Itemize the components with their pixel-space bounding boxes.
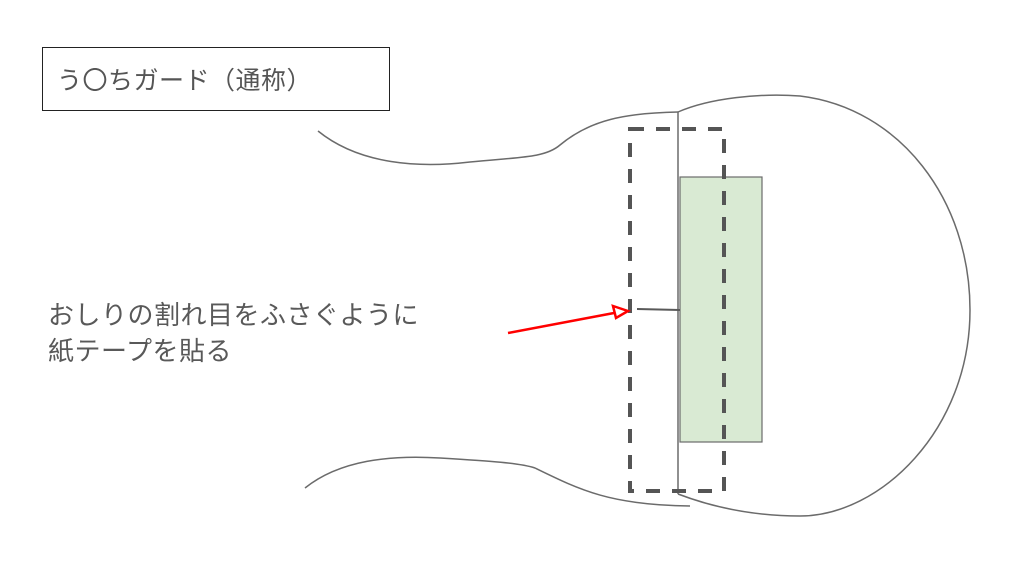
diagram-title: う〇ちガード（通称） (57, 66, 313, 95)
instruction-line-2: 紙テープを貼る (48, 337, 232, 367)
connector-line (636, 308, 681, 311)
diagram-title-box: う〇ちガード（通称） (42, 47, 390, 111)
dashed-frame (628, 127, 726, 493)
paper-tape (679, 176, 763, 443)
upper-body-curve (317, 111, 679, 166)
red-arrow-shaft (507, 311, 615, 335)
instruction-note: おしりの割れ目をふさぐように 紙テープを貼る (48, 298, 419, 370)
red-arrow-head-icon (611, 304, 632, 320)
rounded-body-outline (677, 94, 971, 517)
instruction-line-1: おしりの割れ目をふさぐように (48, 301, 420, 331)
lower-body-curve (304, 456, 691, 507)
